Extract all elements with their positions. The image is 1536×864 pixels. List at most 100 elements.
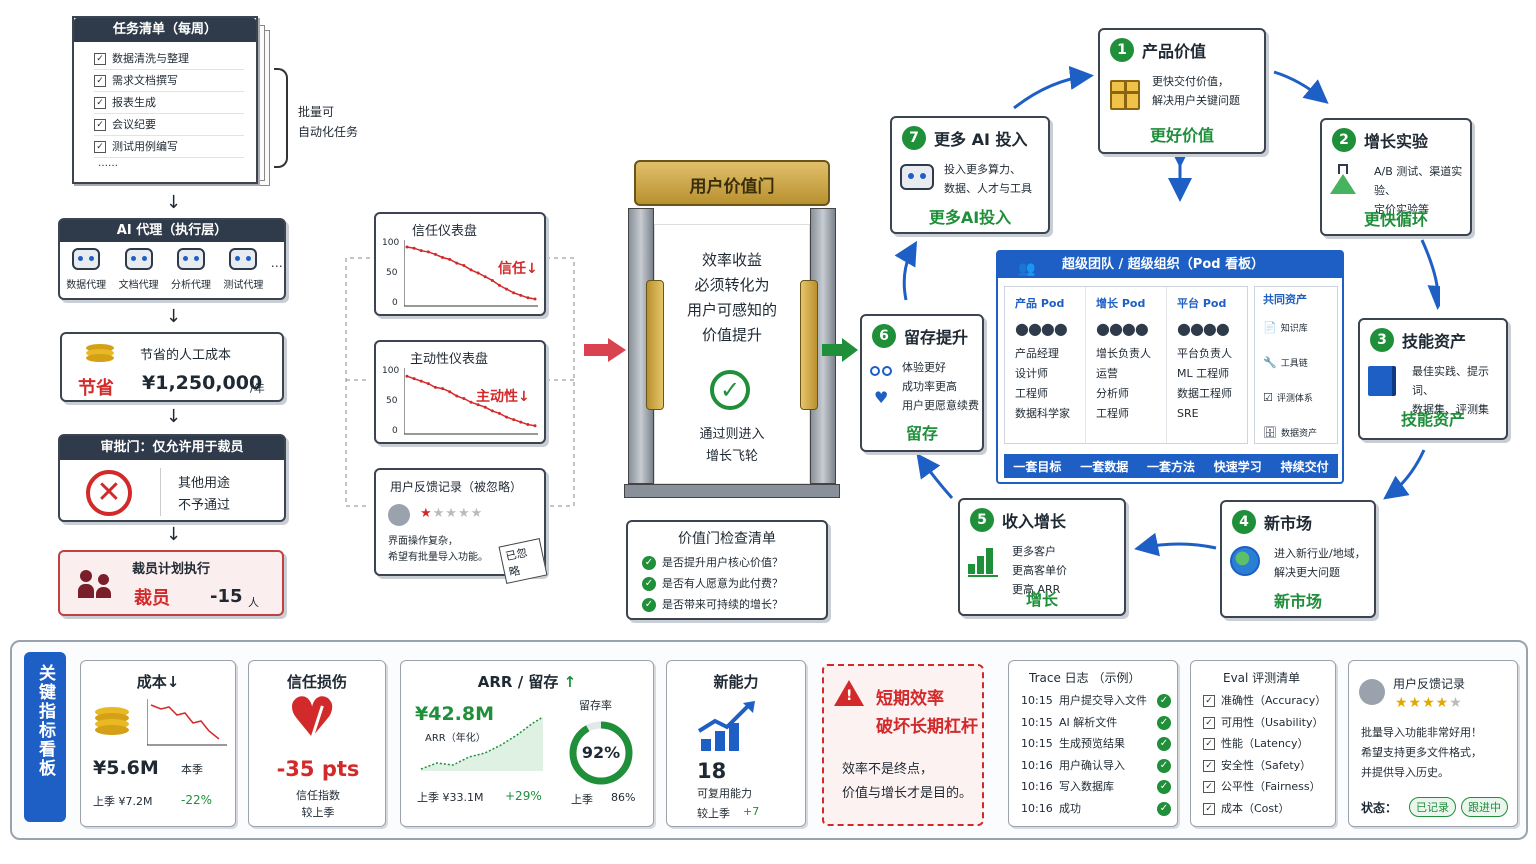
user-feedback-text: 批量导入功能非常好用！ 希望支持更多文件格式， 并提供导入历史。 bbox=[1361, 726, 1482, 779]
pod-name: 增长 Pod bbox=[1096, 297, 1146, 310]
task-list-title: 任务清单（每周） bbox=[74, 18, 256, 42]
savings-title: 节省的人工成本 bbox=[140, 348, 232, 363]
avatar bbox=[1359, 679, 1385, 705]
kpi-cost-prev: 上季 ¥7.2M bbox=[93, 795, 153, 808]
check-icon: ✓ bbox=[1157, 694, 1171, 708]
data-point bbox=[490, 278, 494, 282]
step-title: 收入增长 bbox=[1002, 512, 1067, 531]
step-title: 技能资产 bbox=[1402, 332, 1467, 351]
ignored-stamp: 已忽略 bbox=[498, 538, 548, 584]
asset-item: 🗄数据资产 bbox=[1263, 426, 1317, 439]
gate-check-item: ✓是否有人愿意为此付费？ bbox=[642, 573, 826, 594]
data-point bbox=[441, 256, 445, 259]
brace-label: 批量可 自动化任务 bbox=[298, 105, 359, 139]
kpi-cost-title: 成本↓ bbox=[136, 673, 180, 691]
ai-agents-card: AI 代理（执行层） 数据代理文档代理分析代理测试代理… bbox=[58, 218, 286, 300]
task-list-stack: 任务清单（每周） ✓数据清洗与整理✓需求文档撰写✓报表生成✓会议纪要✓测试用例编… bbox=[72, 16, 272, 188]
data-point bbox=[526, 296, 530, 300]
data-point bbox=[533, 424, 537, 428]
kpi-trust-sub: 较上季 bbox=[301, 806, 335, 819]
layoff-card: 裁员计划执行 裁员 -15 人 bbox=[58, 550, 284, 616]
kpi-cap-value: 18 bbox=[697, 759, 727, 783]
check-icon: ✓ bbox=[1157, 737, 1171, 751]
pass-check-icon: ✓ bbox=[710, 370, 750, 410]
check-icon: ✓ bbox=[1157, 758, 1171, 773]
check-icon: ✓ bbox=[642, 577, 656, 591]
pod-column: 增长 Pod●●●●增长负责人运营分析师工程师 bbox=[1086, 287, 1167, 443]
cost-trend-chart bbox=[147, 699, 227, 746]
gate-check-item: ✓是否带来可持续的增长？ bbox=[642, 594, 826, 615]
gate-text: 效率收益 必须转化为 用户可感知的 价值提升 bbox=[686, 251, 777, 344]
proactive-dashboard-title: 主动性仪表盘 bbox=[410, 352, 489, 367]
step-tag: 新市场 bbox=[1273, 592, 1322, 611]
data-point bbox=[433, 385, 437, 389]
kpi-trust-label: 信任指数 bbox=[296, 789, 340, 802]
step-desc: 体验更好 成功率更高 用户更愿意续费 bbox=[902, 361, 979, 412]
layoff-unit: 人 bbox=[248, 596, 259, 609]
kpi-ret-label: 留存率 bbox=[579, 699, 612, 712]
green-arrow-icon bbox=[822, 338, 862, 362]
warning-icon bbox=[834, 680, 864, 706]
asset-item: ☑评测体系 bbox=[1263, 391, 1313, 404]
agent-item: 文档代理 bbox=[114, 248, 164, 291]
kpi-trust-value: -35 pts bbox=[276, 757, 360, 781]
connector-lines bbox=[345, 257, 575, 507]
trust-dashboard-title: 信任仪表盘 bbox=[412, 224, 478, 239]
pod-role: 工程师 bbox=[1015, 387, 1048, 400]
step-desc: 投入更多算力、 数据、人才与工具 bbox=[944, 163, 1032, 195]
arrow-down: ↓ bbox=[166, 192, 182, 213]
approval-line2: 不予通过 bbox=[178, 498, 231, 513]
status-label: 状态： bbox=[1361, 801, 1398, 815]
arrow-down: ↓ bbox=[166, 306, 182, 327]
eval-item: ✓可用性（Usability） bbox=[1203, 712, 1335, 734]
task-item: ✓会议纪要 bbox=[94, 114, 244, 136]
pod-name: 平台 Pod bbox=[1177, 297, 1227, 310]
data-point bbox=[512, 418, 516, 422]
pod-board: 👥 超级团队 / 超级组织（Pod 看板） 产品 Pod●●●●产品经理设计师工… bbox=[996, 250, 1344, 484]
checkbox-icon: ✓ bbox=[94, 141, 106, 153]
star-rating: ★★★★★ bbox=[420, 506, 484, 521]
step-number: 7 bbox=[902, 126, 926, 150]
data-point bbox=[412, 377, 416, 381]
data-point bbox=[497, 411, 501, 415]
kpi-trust-title: 信任损伤 bbox=[286, 673, 347, 691]
kpi-cost-change: -22% bbox=[181, 793, 213, 807]
pod-footer-item: 一套数据 bbox=[1080, 459, 1129, 474]
pod-role: 增长负责人 bbox=[1096, 347, 1151, 360]
robot-icon bbox=[124, 248, 153, 270]
savings-amount: ¥1,250,000 bbox=[142, 372, 263, 394]
step-number: 6 bbox=[872, 324, 896, 348]
kpi-capability: 新能力 18 可复用能力 较上季 +7 bbox=[666, 660, 806, 827]
step-tag: 技能资产 bbox=[1400, 410, 1465, 429]
data-point bbox=[483, 405, 487, 409]
step-desc: 最佳实践、提示词、 数据集、评测集 bbox=[1412, 365, 1489, 416]
value-gate: 用户价值门 效率收益 必须转化为 用户可感知的 价值提升 ✓ 通过则进入 增长飞… bbox=[624, 160, 840, 500]
data-point bbox=[469, 268, 473, 272]
kpi-cap-sub: 较上季 bbox=[697, 807, 730, 820]
shared-assets: 共同资产 📄知识库🔧工具链☑评测体系🗄数据资产 bbox=[1254, 286, 1338, 444]
check-icon: ✓ bbox=[642, 556, 656, 570]
data-point bbox=[419, 249, 423, 253]
task-item: ✓测试用例编写 bbox=[94, 136, 244, 158]
eval-title: Eval 评测清单 bbox=[1223, 671, 1301, 685]
pod-role: 平台负责人 bbox=[1177, 347, 1232, 360]
pod-role: 设计师 bbox=[1015, 367, 1048, 380]
coins-icon bbox=[82, 342, 118, 368]
data-point bbox=[455, 394, 459, 398]
task-brace bbox=[274, 68, 288, 168]
gate-pass-text: 通过则进入 增长飞轮 bbox=[699, 427, 765, 464]
step-title: 留存提升 bbox=[904, 328, 969, 347]
data-point bbox=[505, 287, 509, 291]
data-point bbox=[533, 297, 537, 301]
data-point bbox=[426, 250, 430, 254]
layoff-value: -15 bbox=[210, 586, 243, 607]
eval-item: ✓性能（Latency） bbox=[1203, 733, 1335, 755]
data-point bbox=[419, 379, 423, 383]
task-more: …… bbox=[98, 158, 118, 169]
